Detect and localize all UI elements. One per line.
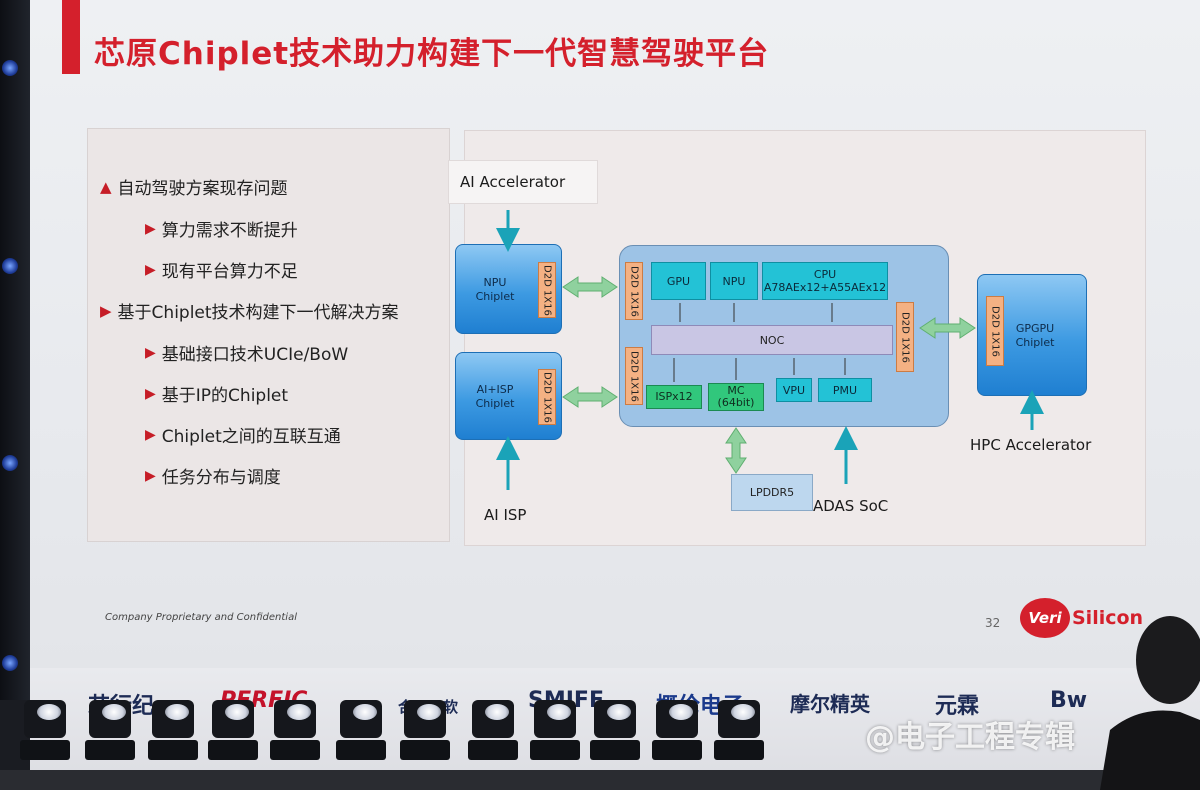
stage-light-icon <box>2 655 18 671</box>
d2d-interface-gpgpu: D2D 1X16 <box>986 296 1004 366</box>
watermark: @电子工程专辑 <box>865 720 1075 755</box>
cpu-block: CPU A78AEx12+A55AEx12 <box>762 262 888 300</box>
logo-badge: Veri <box>1020 598 1070 638</box>
stage-lamp <box>400 700 450 760</box>
adas-soc-label: ADAS SoC <box>813 497 889 515</box>
bullet-item: ▶ 基于IP的Chiplet <box>145 385 289 407</box>
ai-isp-chiplet-label: AI+ISP Chiplet <box>475 383 515 410</box>
stage-lamp <box>530 700 580 760</box>
d2d-interface-ai-isp: D2D 1X16 <box>538 369 556 425</box>
d2d-interface-soc-bottom: D2D 1X16 <box>625 347 643 405</box>
stage-lamp <box>20 700 70 760</box>
lpddr5-memory: LPDDR5 <box>731 474 813 511</box>
gpgpu-chiplet-label: GPGPU Chiplet <box>1015 322 1055 349</box>
stage-light-icon <box>2 258 18 274</box>
memory-controller-block: MC (64bit) <box>708 383 764 411</box>
triangle-up-icon: ▲ <box>100 177 112 196</box>
triangle-right-icon: ▶ <box>100 301 112 320</box>
stage-lamp <box>590 700 640 760</box>
bullet-item: ▶ Chiplet之间的互联互通 <box>145 426 341 448</box>
triangle-right-icon: ▶ <box>145 426 156 443</box>
slide-title: 芯原Chiplet技术助力构建下一代智慧驾驶平台 <box>94 36 770 72</box>
stage-lamp <box>85 700 135 760</box>
triangle-right-icon: ▶ <box>145 261 156 278</box>
stage-lamp <box>652 700 702 760</box>
stage-lamp <box>148 700 198 760</box>
ai-accelerator-label: AI Accelerator <box>460 173 566 191</box>
sponsor-logo: 元霖 <box>935 694 980 719</box>
sponsor-logo: Bw <box>1050 688 1088 713</box>
confidential-footer: Company Proprietary and Confidential <box>105 612 297 623</box>
bullet-item: ▶ 现有平台算力不足 <box>145 261 298 283</box>
stage-lamp <box>208 700 258 760</box>
bullet-item: ▶ 任务分布与调度 <box>145 467 281 489</box>
triangle-right-icon: ▶ <box>145 344 156 361</box>
hpc-accelerator-label: HPC Accelerator <box>970 436 1092 454</box>
noc-bus: NOC <box>651 325 893 355</box>
title-accent-bar <box>62 0 80 74</box>
stage-lamp <box>468 700 518 760</box>
stage-light-icon <box>2 455 18 471</box>
gpu-block: GPU <box>651 262 706 300</box>
bullet-item: ▲ 自动驾驶方案现存问题 <box>100 177 288 200</box>
ai-accelerator-box <box>448 160 598 204</box>
d2d-interface-npu: D2D 1X16 <box>538 262 556 318</box>
logo-wordmark: Silicon <box>1072 607 1144 629</box>
d2d-interface-soc-top: D2D 1X16 <box>625 262 643 320</box>
vpu-block: VPU <box>776 378 812 402</box>
bullet-item: ▶ 基础接口技术UCIe/BoW <box>145 344 349 366</box>
bullet-item: ▶ 算力需求不断提升 <box>145 220 298 242</box>
d2d-interface-soc-right: D2D 1X16 <box>896 302 914 372</box>
bullet-panel: ▲ 自动驾驶方案现存问题 ▶ 算力需求不断提升 ▶ 现有平台算力不足 ▶ 基于C… <box>87 128 450 542</box>
bullet-item: ▶ 基于Chiplet技术构建下一代解决方案 <box>100 301 399 324</box>
audience-person <box>1100 616 1200 790</box>
triangle-right-icon: ▶ <box>145 220 156 237</box>
stage-lamp <box>336 700 386 760</box>
ai-isp-label: AI ISP <box>484 506 527 524</box>
ispx12-block: ISPx12 <box>646 385 702 409</box>
triangle-right-icon: ▶ <box>145 385 156 402</box>
page-number: 32 <box>985 616 1001 630</box>
sponsor-logo: 摩尔精英 <box>790 692 870 716</box>
npu-chiplet-label: NPU Chiplet <box>475 276 515 303</box>
stage-light-icon <box>2 60 18 76</box>
stage-floor <box>0 770 1200 790</box>
triangle-right-icon: ▶ <box>145 467 156 484</box>
verisilicon-logo: Veri Silicon <box>1020 598 1143 638</box>
stage-lamp <box>714 700 764 760</box>
lighting-rig <box>0 0 30 700</box>
npu-block: NPU <box>710 262 758 300</box>
pmu-block: PMU <box>818 378 872 402</box>
stage-lamp <box>270 700 320 760</box>
